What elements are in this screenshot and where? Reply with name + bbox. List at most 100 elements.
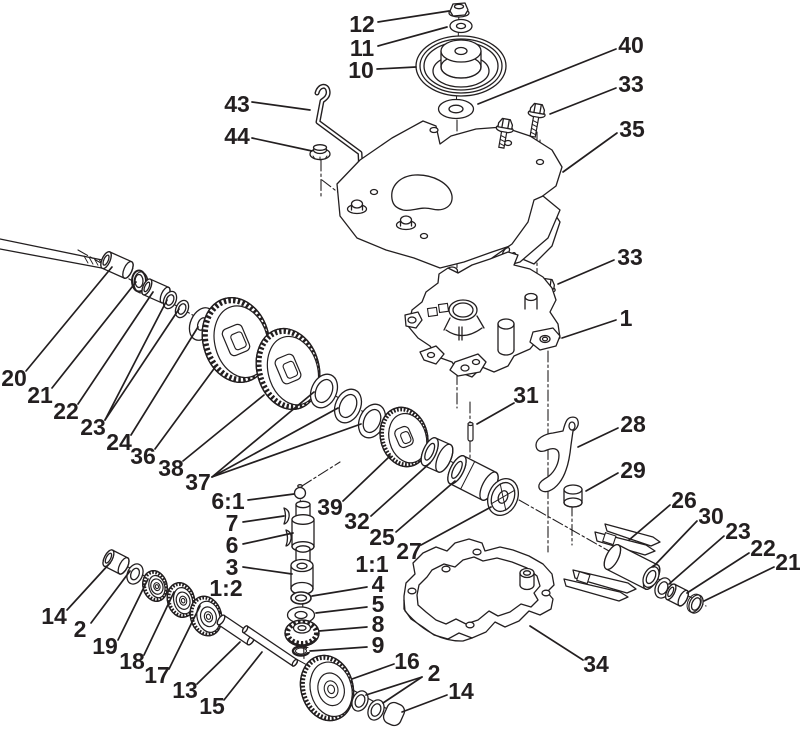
callout-label-18: 18 [119, 648, 145, 674]
shift-fork-28 [535, 416, 579, 493]
washer-2a [351, 690, 369, 712]
pulley-10 [415, 35, 507, 97]
output-shaft-stack [283, 484, 320, 657]
flange-nut-12 [448, 2, 470, 18]
leader-line-27 [420, 506, 492, 546]
callout-label-40: 40 [618, 32, 644, 58]
leader-line-1 [561, 319, 617, 339]
washer-37a [309, 373, 339, 409]
callout-label-2-bottom: 2 [428, 660, 441, 686]
leader-line-7 [242, 515, 285, 523]
callout-label-13: 13 [172, 677, 198, 703]
callout-label-19: 19 [92, 633, 118, 659]
callout-label-20: 20 [1, 365, 27, 391]
gear-38 [255, 327, 321, 411]
callout-label-7: 7 [226, 510, 239, 536]
leader-line-36 [154, 365, 217, 450]
gear-39 [379, 406, 429, 468]
leader-line-38 [182, 394, 265, 462]
callout-label-44: 44 [224, 123, 250, 149]
detent-ball-6-1 [293, 484, 307, 500]
leader-line-3 [242, 566, 293, 575]
callout-label-24: 24 [106, 429, 132, 455]
gear-19 [142, 570, 168, 602]
leader-line-21-left [51, 281, 137, 389]
sleeve-20 [100, 251, 134, 279]
leader-line-21-right [703, 566, 775, 602]
spacer-29 [563, 484, 583, 508]
callout-label-27: 27 [396, 538, 422, 564]
leader-line-6 [242, 532, 294, 545]
leader-line-29 [585, 472, 619, 492]
washer-23a [162, 290, 178, 310]
gear-case-housing-1 [404, 251, 561, 378]
leader-line-13 [196, 641, 241, 685]
leader-line-9 [309, 646, 368, 652]
shift-rod-43 [314, 83, 364, 211]
washer-37b [333, 388, 363, 424]
star-washer-4 [290, 591, 312, 605]
callout-label-33-right: 33 [617, 244, 643, 270]
callout-label-23-right: 23 [725, 518, 751, 544]
bolt-33-b [495, 117, 514, 149]
final-gear-group [299, 654, 406, 727]
leader-line-5 [315, 606, 368, 614]
leader-line-4 [311, 586, 368, 597]
leader-line-18 [143, 591, 175, 656]
leader-line-44 [251, 137, 313, 152]
callout-label-14-left: 14 [41, 603, 67, 629]
callout-label-22-right: 22 [750, 535, 776, 561]
leader-line-35 [562, 132, 618, 173]
washer-40 [437, 98, 475, 120]
leader-line-43 [251, 101, 311, 111]
flat-washer-5 [286, 606, 316, 624]
bottom-cover-34 [403, 538, 555, 642]
leader-line-14-left [66, 562, 111, 611]
leader-line-10 [376, 66, 417, 70]
washer-23b [174, 299, 190, 319]
callout-label-26: 26 [671, 487, 697, 513]
callout-label-5: 5 [372, 591, 385, 617]
leader-line-23-left [104, 299, 168, 421]
leader-line-37 [211, 407, 339, 478]
push-nut [346, 199, 368, 215]
callout-label-16: 16 [394, 648, 420, 674]
callout-label-37: 37 [185, 469, 211, 495]
callout-label-15: 15 [199, 693, 225, 719]
callout-label-10: 10 [348, 57, 374, 83]
callout-label-32: 32 [344, 508, 370, 534]
callout-label-1-1: 1:1 [355, 551, 388, 577]
leader-line-2-left [90, 570, 131, 624]
callout-label-25: 25 [369, 524, 395, 550]
gear-16 [299, 654, 355, 722]
callout-label-11: 11 [350, 35, 375, 61]
callout-label-22-left: 22 [53, 398, 79, 424]
callout-label-35: 35 [619, 116, 645, 142]
washer-23-right [654, 577, 672, 599]
callout-label-14-bottom: 14 [448, 678, 474, 704]
callout-label-1-2: 1:2 [209, 575, 242, 601]
callout-label-28: 28 [620, 411, 646, 437]
bushing-22-right [664, 583, 690, 607]
gear-36 [201, 296, 271, 384]
leader-line-37 [211, 391, 315, 478]
leader-line-32 [370, 462, 431, 517]
parts-layer [0, 2, 704, 727]
leader-line-14-bottom [401, 694, 448, 713]
input-shaft-20-train [0, 238, 216, 341]
callout-label-12: 12 [349, 11, 375, 37]
callout-label-2-left: 2 [74, 616, 87, 642]
callout-label-4: 4 [372, 571, 385, 597]
leader-line-22-left [77, 291, 154, 405]
callout-label-30: 30 [698, 503, 724, 529]
clutch-hub-25 [447, 455, 499, 501]
leader-line-2-bottom [365, 676, 423, 696]
spacer-3 [290, 558, 314, 596]
callout-label-1: 1 [620, 305, 633, 331]
leader-line-6-1 [247, 493, 295, 501]
pin-31 [467, 421, 474, 442]
callout-label-17: 17 [144, 662, 170, 688]
callout-label-29: 29 [620, 457, 646, 483]
leader-line-17 [168, 605, 201, 670]
gear-17 [189, 595, 223, 637]
